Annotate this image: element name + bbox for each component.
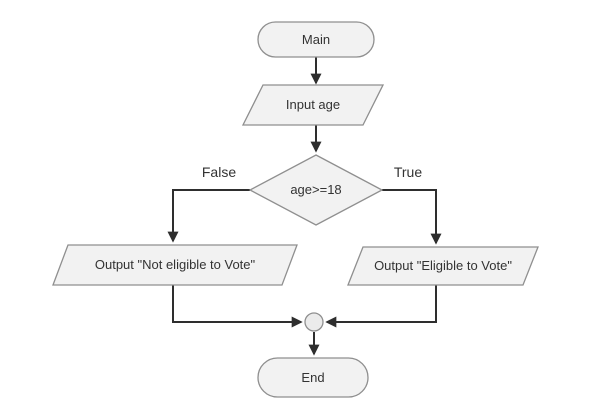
node-decision-label: age>=18 — [290, 182, 341, 197]
edge-not-eligible-to-merge — [172, 285, 303, 328]
node-output-eligible-label: Output "Eligible to Vote" — [374, 258, 512, 273]
node-decision: age>=18 — [248, 154, 384, 226]
branch-label-true: True — [394, 164, 422, 180]
node-output-not-eligible-shape — [52, 244, 298, 286]
node-decision-shape — [248, 154, 384, 226]
edge-decision-false-branch — [167, 189, 250, 243]
node-merge-connector — [304, 312, 324, 332]
edge-decision-true-branch — [382, 189, 442, 245]
node-main-label: Main — [302, 32, 330, 47]
edges — [167, 57, 442, 356]
node-end-shape — [257, 357, 369, 398]
node-output-eligible: Output "Eligible to Vote" — [347, 246, 539, 286]
node-input-age-shape — [241, 84, 385, 126]
node-output-not-eligible: Output "Not eligible to Vote" — [52, 244, 298, 286]
node-input-age: Input age — [241, 84, 385, 126]
node-input-age-label: Input age — [286, 97, 340, 112]
edge-eligible-to-merge — [325, 285, 437, 328]
branch-label-false: False — [202, 164, 236, 180]
node-end: End — [257, 357, 369, 398]
node-main: Main — [257, 21, 375, 58]
node-output-eligible-shape — [347, 246, 539, 286]
node-main-shape — [257, 21, 375, 58]
node-end-label: End — [301, 370, 324, 385]
node-output-not-eligible-label: Output "Not eligible to Vote" — [95, 257, 256, 272]
